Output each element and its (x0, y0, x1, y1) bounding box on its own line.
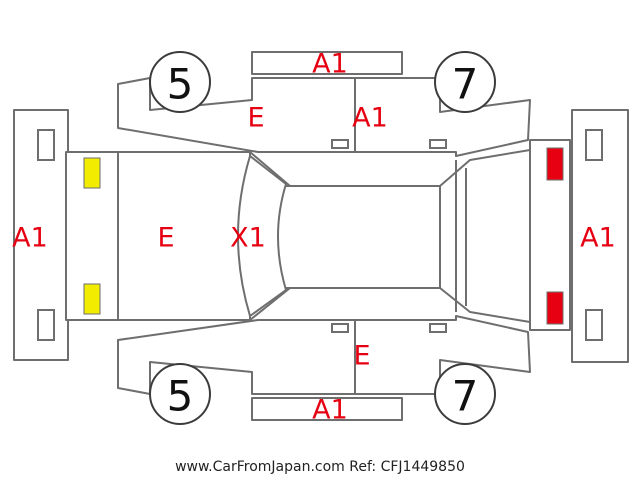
front-bumper (13, 109, 69, 361)
tire-rear-right-label: 7 (452, 372, 479, 421)
front-left-lamp-icon (83, 157, 101, 189)
rear-right-lamp-icon (546, 291, 564, 325)
marker-roof-bottom: A1 (312, 395, 348, 426)
tire-rear-left-label: 7 (452, 60, 479, 109)
rear-left-lamp-icon (546, 147, 564, 181)
tire-front-left: 5 (149, 51, 211, 113)
marker-hood: E (157, 223, 174, 254)
tire-rear-right: 7 (434, 363, 496, 425)
tire-front-right-label: 5 (167, 372, 194, 421)
marker-rear-door-bottom: E (353, 341, 370, 372)
marker-rear-door-top: A1 (352, 103, 388, 134)
tire-front-right: 5 (149, 363, 211, 425)
marker-roof-top: A1 (312, 49, 348, 80)
marker-windshield: X1 (230, 223, 266, 254)
top-view-body (65, 139, 571, 331)
marker-front-door-top: E (247, 103, 264, 134)
marker-front-bumper: A1 (12, 223, 48, 254)
side-view-top (117, 51, 531, 157)
tire-front-left-label: 5 (167, 60, 194, 109)
front-right-lamp-icon (83, 283, 101, 315)
tire-rear-left: 7 (434, 51, 496, 113)
reference-footer: www.CarFromJapan.com Ref: CFJ1449850 (175, 459, 465, 475)
marker-rear-bumper: A1 (580, 223, 616, 254)
rear-bumper (571, 109, 629, 363)
